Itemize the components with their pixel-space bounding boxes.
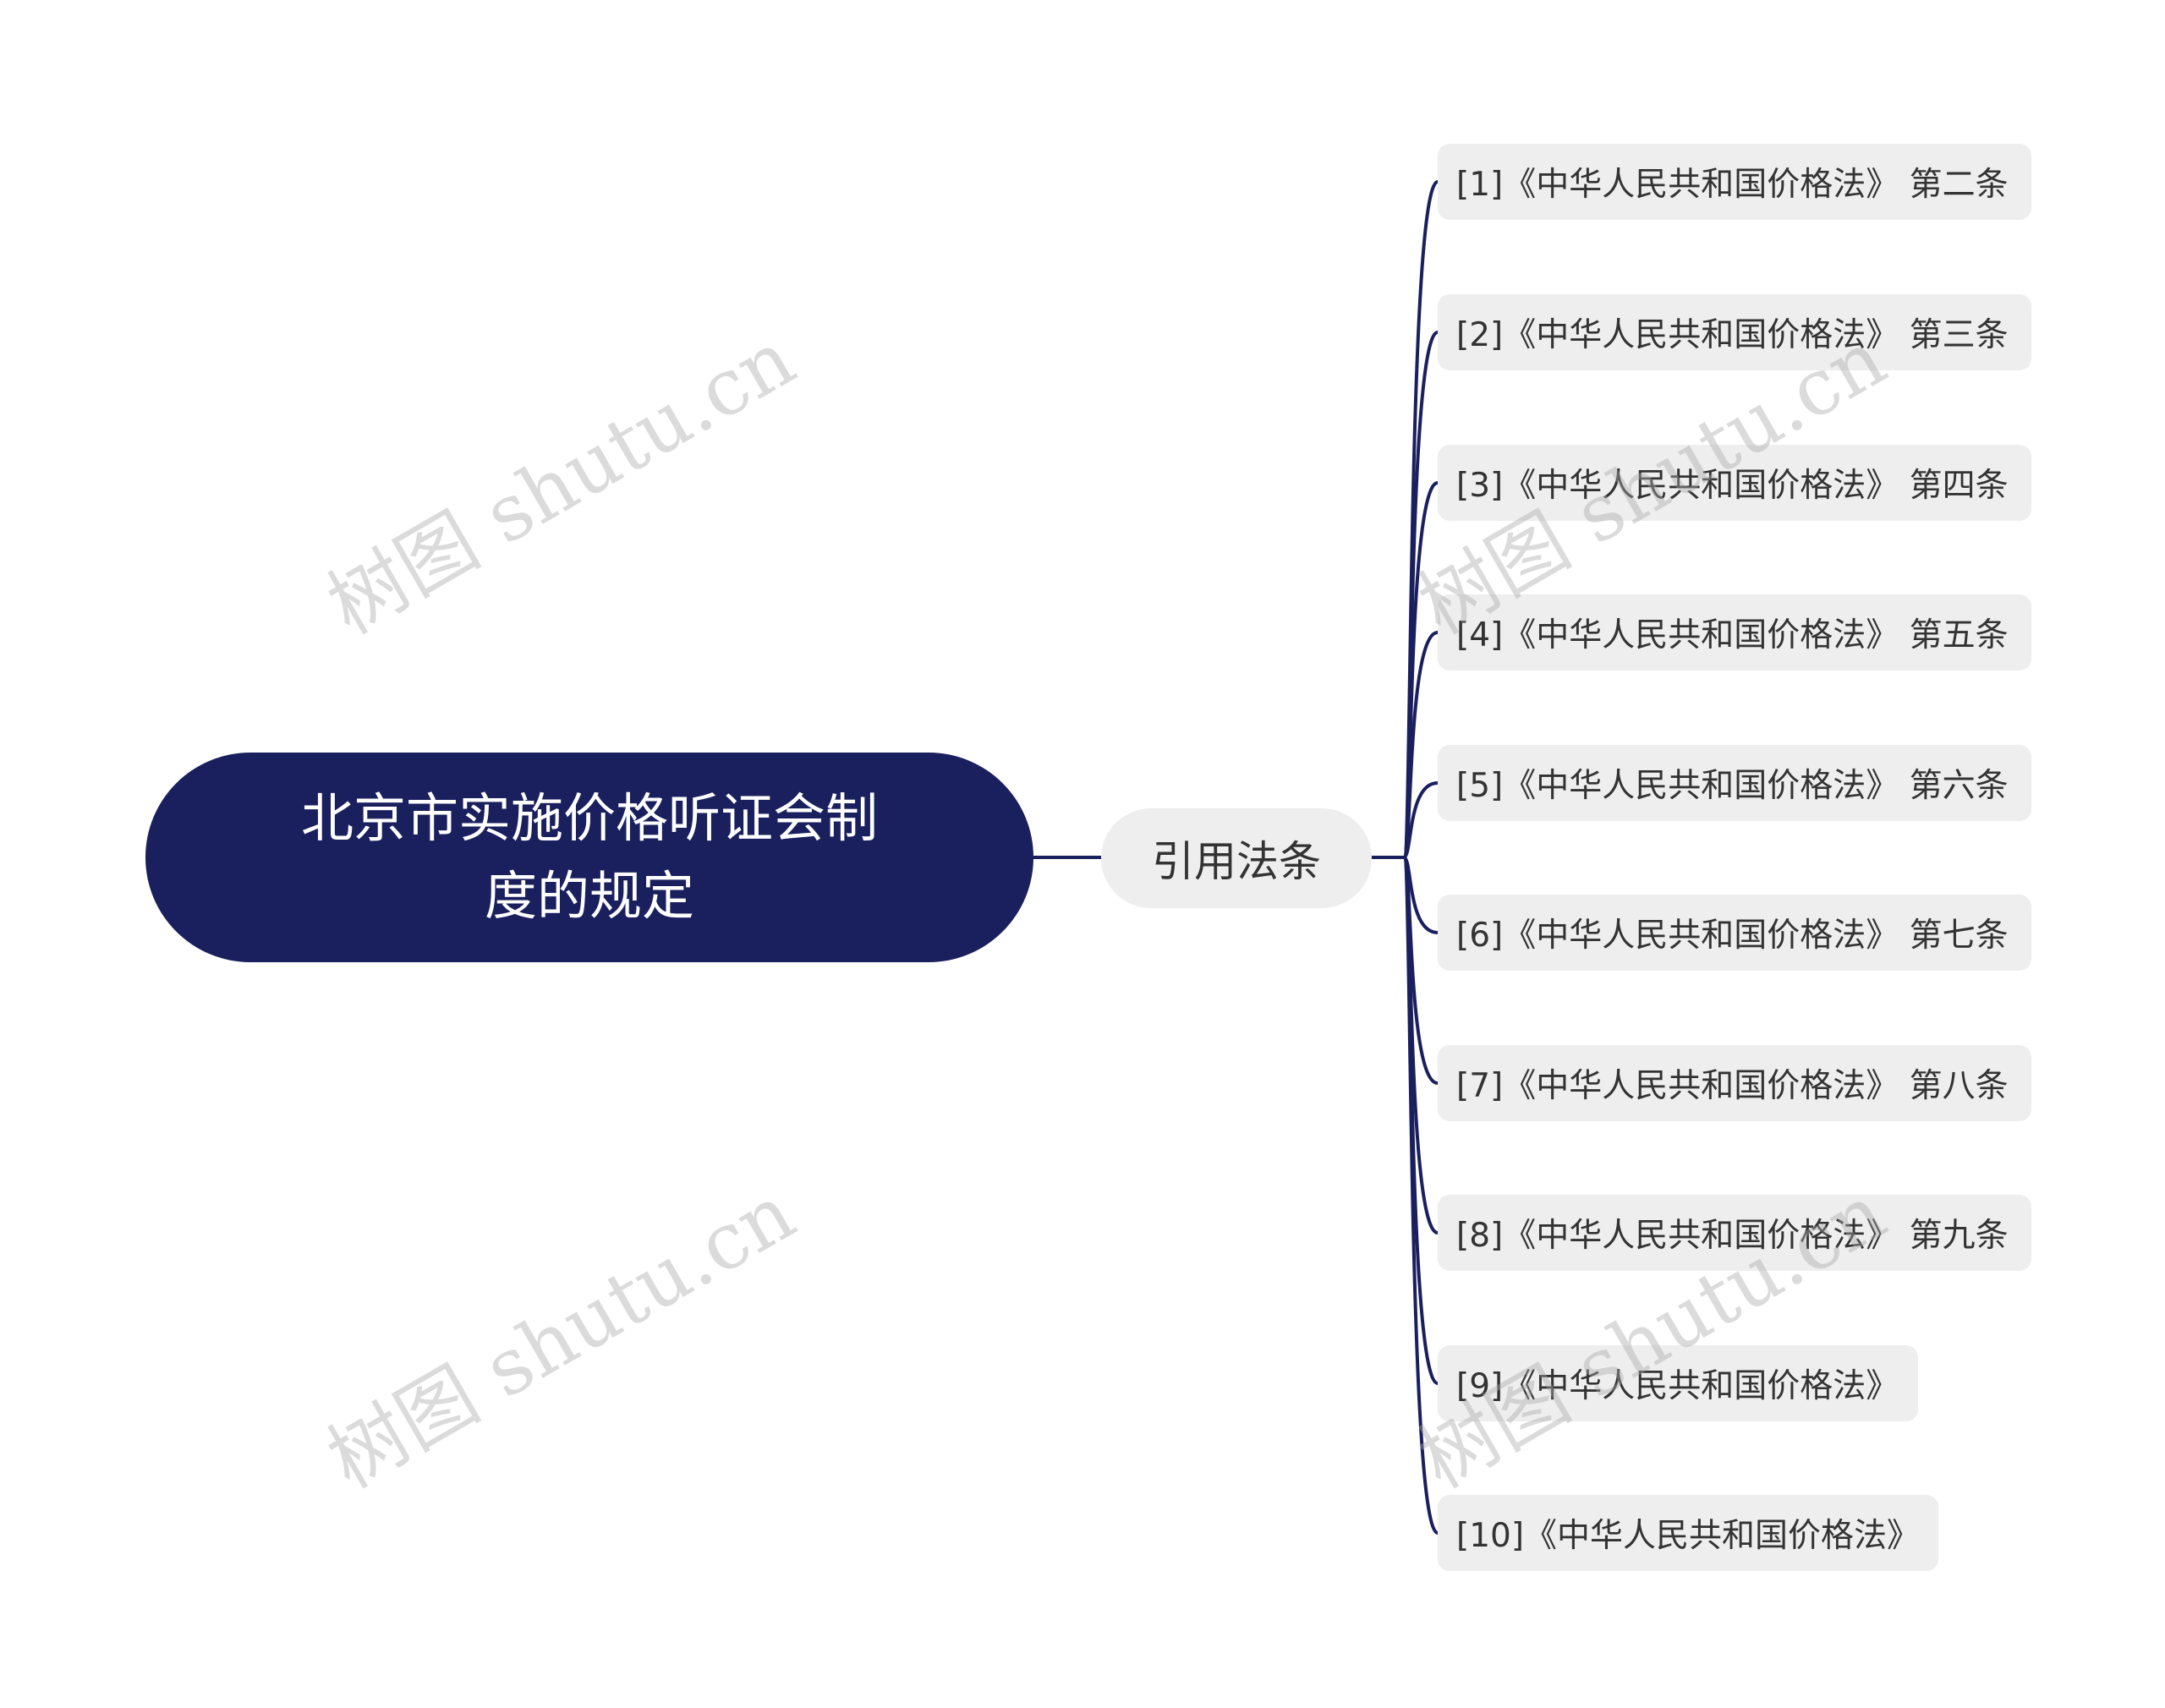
root-topic-node[interactable]: 北京市实施价格听证会制 度的规定 — [145, 753, 1033, 962]
leaf-node-label: [6]《中华人民共和国价格法》 第七条 — [1456, 917, 2009, 955]
leaf-node[interactable]: [6]《中华人民共和国价格法》 第七条 — [1438, 895, 2031, 971]
leaf-node-label: [5]《中华人民共和国价格法》 第六条 — [1456, 767, 2009, 805]
leaf-node[interactable]: [5]《中华人民共和国价格法》 第六条 — [1438, 745, 2031, 821]
leaf-connectors — [1402, 180, 1439, 1535]
leaf-node[interactable]: [9]《中华人民共和国价格法》 — [1438, 1345, 1918, 1421]
leaf-node-label: [8]《中华人民共和国价格法》 第九条 — [1456, 1217, 2009, 1255]
leaf-node-label: [2]《中华人民共和国价格法》 第三条 — [1456, 316, 2009, 354]
leaf-connector — [1402, 781, 1439, 859]
leaf-node[interactable]: [1]《中华人民共和国价格法》 第二条 — [1438, 144, 2031, 220]
leaf-node-label: [3]《中华人民共和国价格法》 第四条 — [1456, 467, 2009, 505]
branch-node-label: 引用法条 — [1152, 837, 1321, 886]
leaf-node-label: [9]《中华人民共和国价格法》 — [1456, 1367, 1899, 1405]
leaf-node[interactable]: [8]《中华人民共和国价格法》 第九条 — [1438, 1195, 2031, 1271]
leaf-node[interactable]: [3]《中华人民共和国价格法》 第四条 — [1438, 445, 2031, 521]
leaf-node-label: [1]《中华人民共和国价格法》 第二条 — [1456, 166, 2009, 204]
leaf-node-label: [4]《中华人民共和国价格法》 第五条 — [1456, 616, 2009, 654]
leaf-node-label: [10]《中华人民共和国价格法》 — [1456, 1517, 1921, 1555]
leaf-node[interactable]: [2]《中华人民共和国价格法》 第三条 — [1438, 294, 2031, 370]
leaf-node[interactable]: [4]《中华人民共和国价格法》 第五条 — [1438, 594, 2031, 671]
leaf-node[interactable]: [10]《中华人民共和国价格法》 — [1438, 1495, 1938, 1571]
leaf-node[interactable]: [7]《中华人民共和国价格法》 第八条 — [1438, 1045, 2031, 1121]
leaf-connector — [1402, 856, 1439, 1535]
leaf-node-label: [7]《中华人民共和国价格法》 第八条 — [1456, 1067, 2009, 1105]
root-topic-label-line1: 北京市实施价格听证会制 — [300, 787, 878, 849]
branch-node-cited-articles[interactable]: 引用法条 — [1101, 808, 1372, 908]
root-topic-label-line2: 度的规定 — [484, 865, 694, 927]
